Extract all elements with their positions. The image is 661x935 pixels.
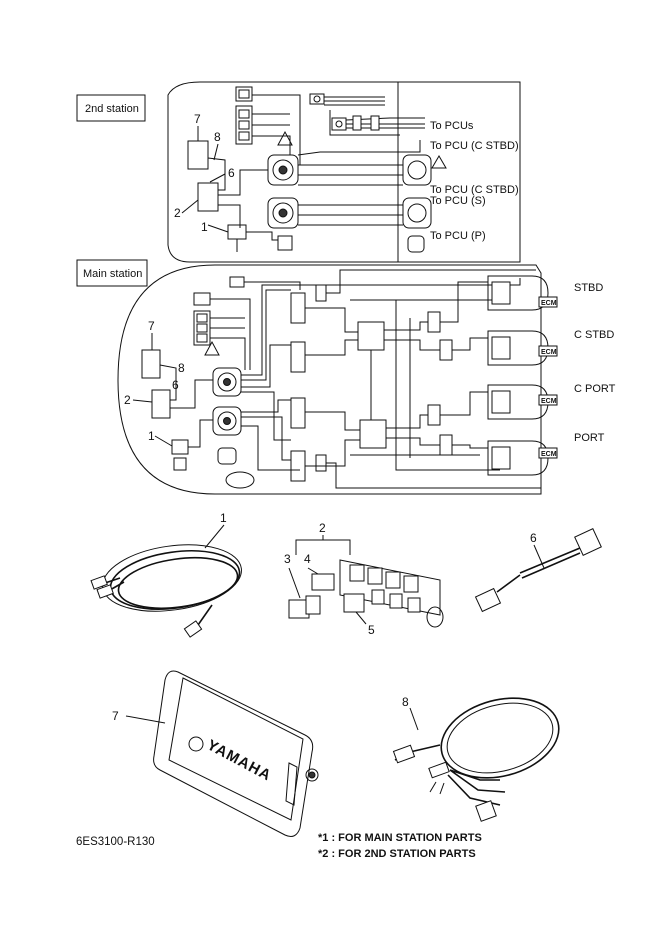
part-2-junction: 2 3 4 5 — [284, 521, 444, 637]
main-station-label-box — [76, 259, 148, 287]
callout-1-main: 1 — [148, 429, 155, 443]
note-main-station: *1 : FOR MAIN STATION PARTS — [318, 832, 482, 844]
pcu-label-c-stbd-1: To PCU (C STBD) — [430, 140, 519, 152]
engine-port: ECM — [487, 440, 558, 476]
engine-label-c-stbd: C STBD — [574, 329, 614, 341]
hub-upper — [357, 321, 385, 351]
engine-c-stbd: ECM — [487, 330, 558, 366]
callout-8-main: 8 — [178, 361, 185, 375]
callout-6-main: 6 — [172, 378, 179, 392]
callout-2-main: 2 — [124, 393, 131, 407]
hub-lower — [359, 419, 387, 449]
note-2nd-station: *2 : FOR 2ND STATION PARTS — [318, 848, 476, 860]
part-8-callout: 8 — [402, 695, 409, 709]
remote-module-bottom — [267, 197, 299, 229]
display-unit-small — [187, 140, 209, 170]
callout-1-2nd: 1 — [201, 220, 208, 234]
engine-label-port: PORT — [574, 432, 605, 444]
engine-c-port: ECM — [487, 384, 558, 420]
second-station-panel: 2nd station — [76, 81, 521, 263]
ecm-label-c-stbd: ECM — [541, 349, 557, 356]
part-1-cable: 1 — [90, 511, 242, 638]
part-2-callout: 2 — [319, 521, 326, 535]
yamaha-brand-text: YAMAHA — [204, 737, 274, 785]
callout-8-2nd: 8 — [214, 130, 221, 144]
second-station-label-box — [76, 94, 146, 122]
part-7-callout: 7 — [112, 709, 119, 723]
part-1-callout: 1 — [220, 511, 227, 525]
part-code: 6ES3100-R130 — [76, 836, 155, 848]
pcu-label-c-stbd-2: To PCU (C STBD) — [430, 184, 519, 196]
remote-module-top — [267, 154, 299, 186]
part-4-callout: 4 — [304, 552, 311, 566]
callout-7-2nd: 7 — [194, 112, 201, 126]
part-7-display-cover: 7 YAMAHA — [112, 670, 319, 837]
ecm-label-c-port: ECM — [541, 398, 557, 405]
ecm-label-stbd: ECM — [541, 300, 557, 307]
part-8-cable: 8 — [392, 695, 560, 822]
part-6-extension: 6 — [474, 528, 602, 613]
joint-connector-2nd — [197, 182, 219, 212]
pcu-label-pcus: To PCUs — [430, 120, 474, 132]
callout-2-2nd: 2 — [174, 206, 181, 220]
main-station-panel: Main station — [76, 259, 616, 495]
part-3-callout: 3 — [284, 552, 291, 566]
callout-7-main: 7 — [148, 319, 155, 333]
pcu-label-p: To PCU (P) — [430, 230, 486, 242]
part-6-callout: 6 — [530, 531, 537, 545]
main-station-label: Main station — [83, 268, 142, 280]
engine-label-stbd: STBD — [574, 282, 603, 294]
engine-label-c-port: C PORT — [574, 383, 616, 395]
ecm-label-port: ECM — [541, 451, 557, 458]
callout-6-2nd: 6 — [228, 166, 235, 180]
pcu-label-s: To PCU (S) — [430, 195, 486, 207]
engine-stbd: ECM — [487, 275, 558, 311]
part-5-callout: 5 — [368, 623, 375, 637]
second-station-label: 2nd station — [85, 103, 139, 115]
